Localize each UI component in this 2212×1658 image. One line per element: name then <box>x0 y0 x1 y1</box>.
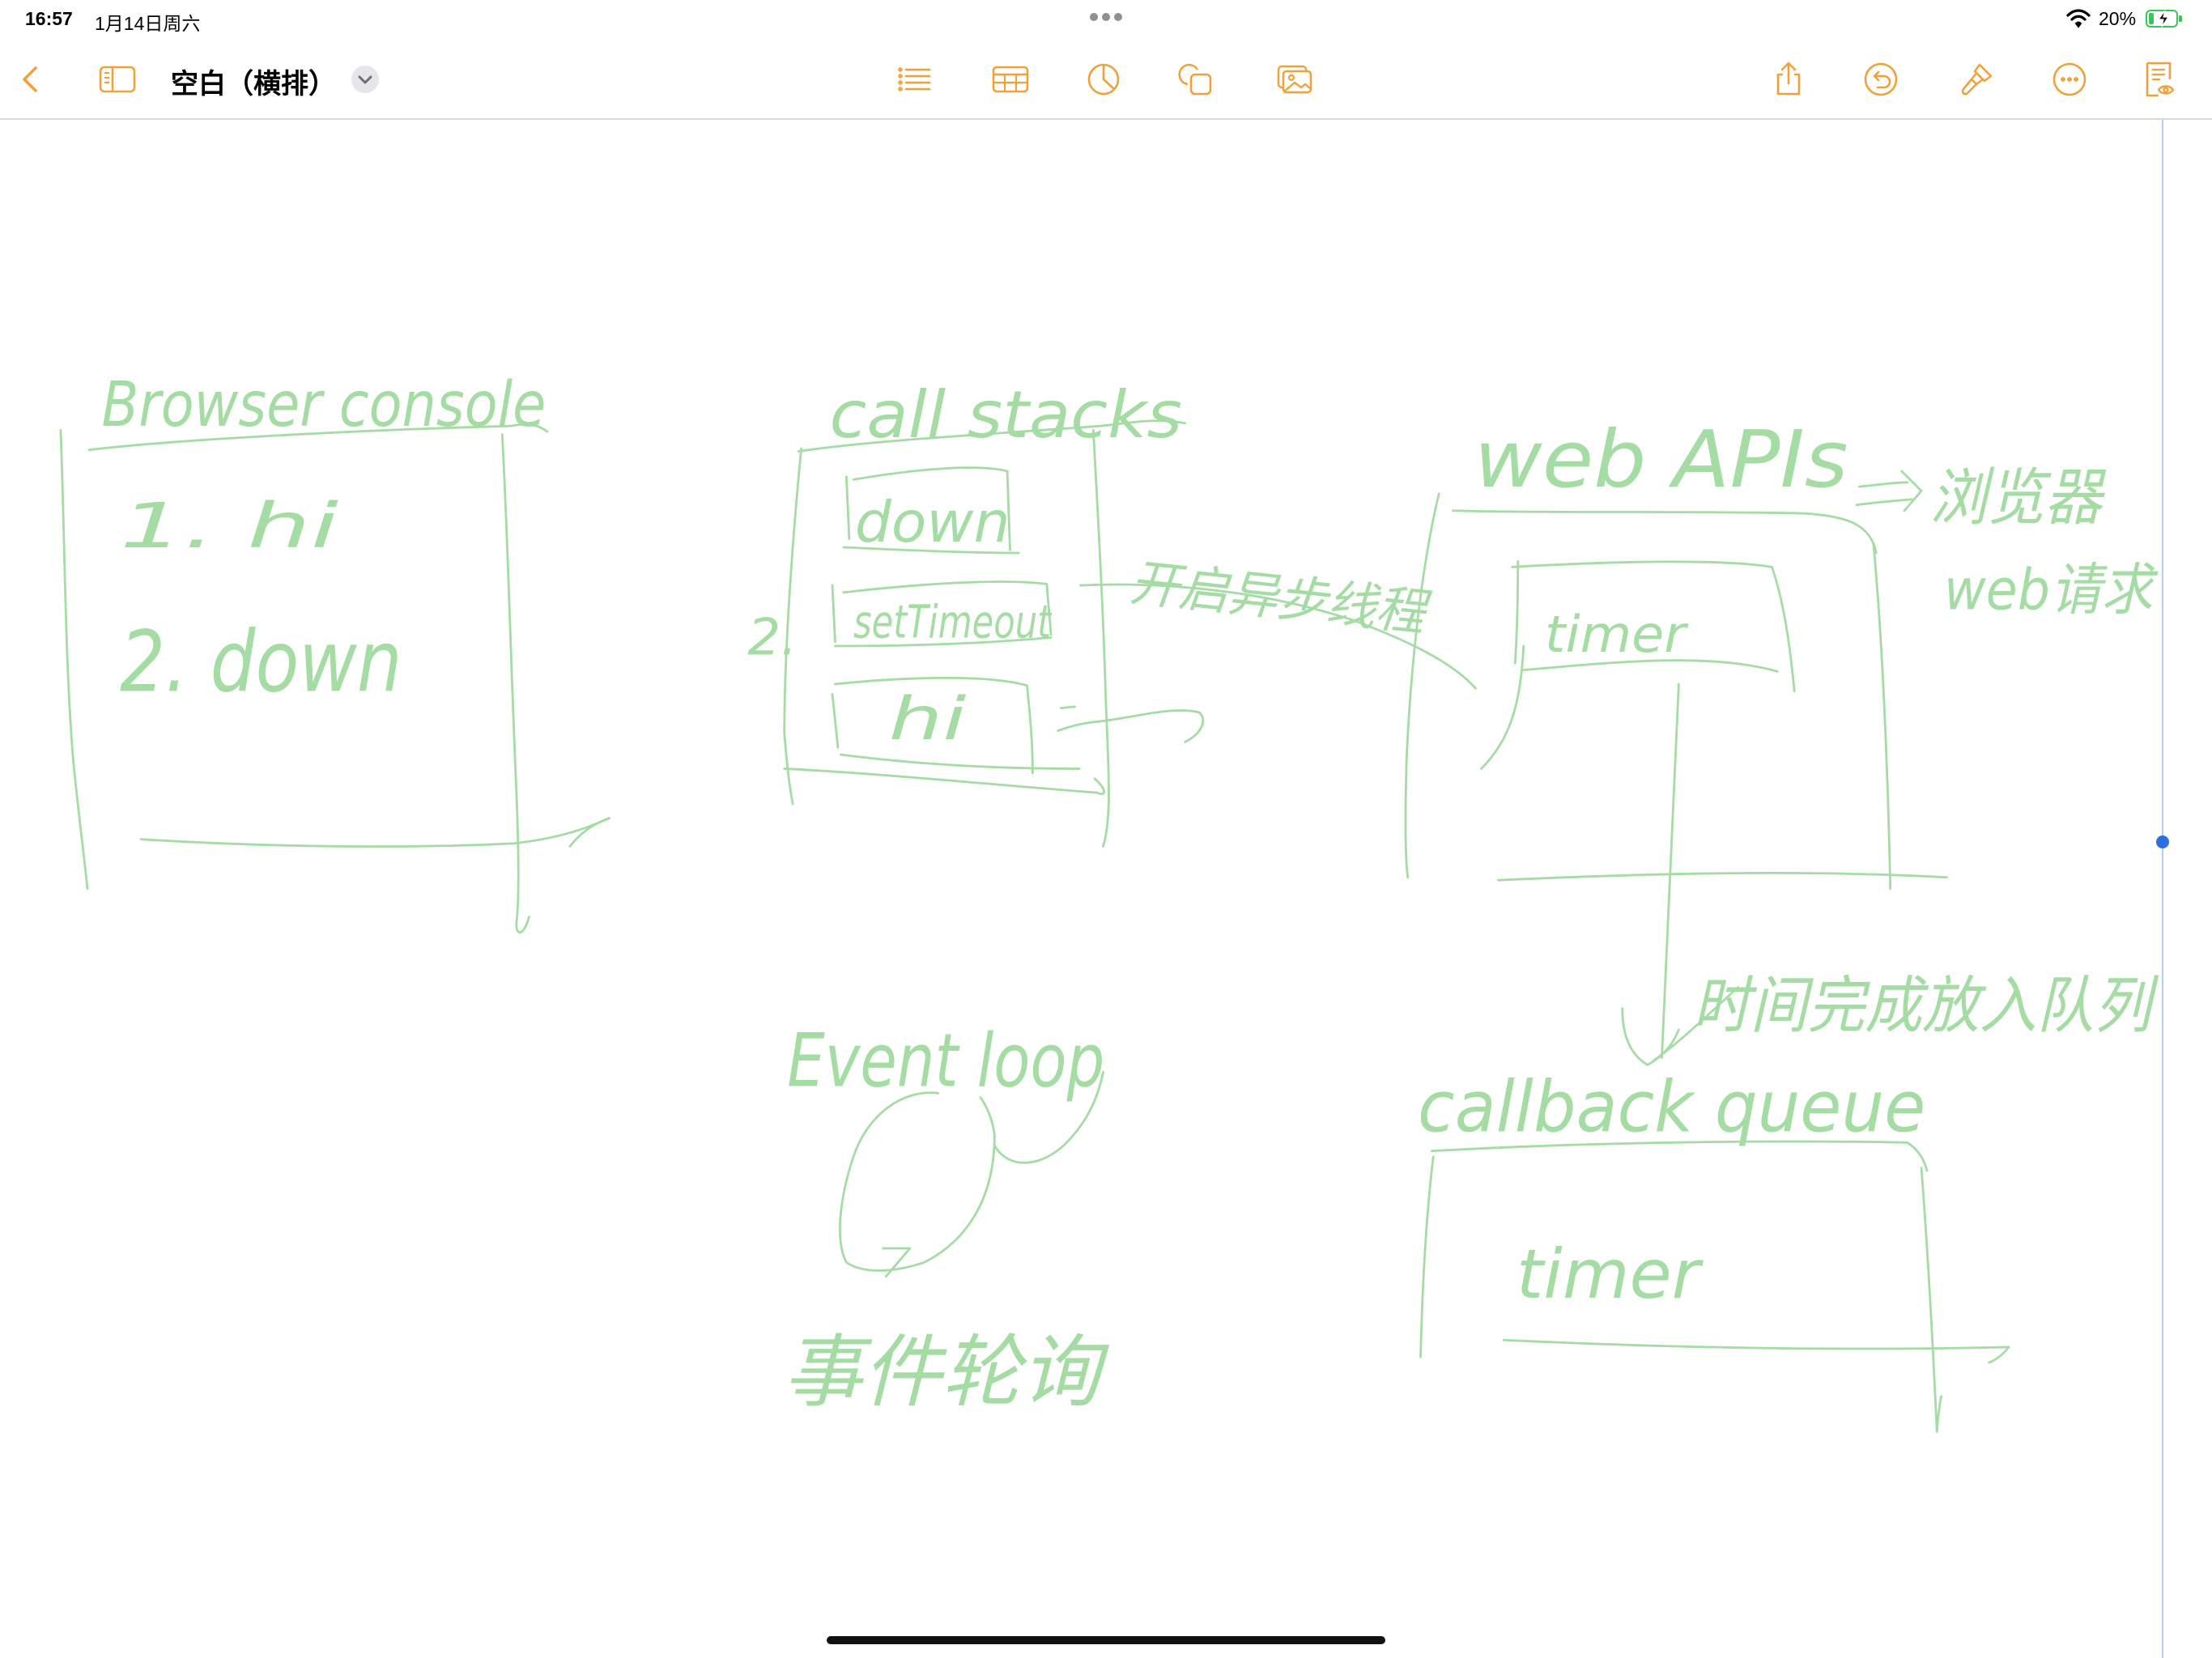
web-apis-box <box>1404 470 1948 1066</box>
event-loop-cycle <box>839 1070 1104 1278</box>
browser-console-box <box>59 423 611 934</box>
battery-charging-icon <box>2146 10 2178 28</box>
canvas-resize-handle[interactable] <box>2156 835 2169 848</box>
event-loop-label: Event loop <box>787 1019 1104 1104</box>
web-apis-label: web APIs <box>1474 414 1848 506</box>
call-stacks-box <box>783 419 1477 848</box>
console-line-2: 2. down <box>120 613 402 712</box>
charging-bolt-icon <box>2157 10 2170 28</box>
list-icon[interactable] <box>895 60 934 99</box>
multitask-dots-icon[interactable] <box>1088 11 1124 23</box>
sidebar-icon[interactable] <box>98 60 137 99</box>
stack-item-hi: hi <box>889 685 967 754</box>
web-apis-note: 浏览器 <box>1930 462 2107 534</box>
chevron-left-icon[interactable] <box>11 60 50 99</box>
chevron-down-icon[interactable] <box>351 65 380 94</box>
undo-icon[interactable] <box>1861 60 1900 99</box>
toolbar: 空白（横排） <box>0 39 2212 120</box>
web-request-note: web请求 <box>1944 558 2159 623</box>
battery-level <box>2149 13 2155 24</box>
home-indicator[interactable] <box>827 1636 1385 1644</box>
document-view-icon[interactable] <box>2139 60 2178 99</box>
page-edge-guide <box>2162 120 2163 1658</box>
callback-queue-label: callback queue <box>1418 1065 1925 1148</box>
queue-timer: timer <box>1516 1235 1704 1314</box>
paintbrush-icon[interactable] <box>1957 60 1996 99</box>
stack-step-label: 2. <box>747 607 797 666</box>
stack-item-down: down <box>855 490 1010 555</box>
call-stacks-label: call stacks <box>829 377 1182 453</box>
browser-console-label: Browser console <box>101 369 546 441</box>
timer-done-note: 时间完成放入队列 <box>1693 970 2159 1042</box>
stack-item-settimeout: setTimeout <box>853 597 1053 649</box>
async-thread-note: 开启异步线程 <box>1127 553 1434 644</box>
shapes-icon[interactable] <box>1176 60 1215 99</box>
share-icon[interactable] <box>1769 60 1808 99</box>
battery-percent: 20% <box>2099 8 2137 29</box>
event-loop-cn-label: 事件轮询 <box>783 1326 1110 1418</box>
wifi-icon <box>2066 9 2091 28</box>
status-time: 16:57 <box>25 8 73 29</box>
more-icon[interactable] <box>2050 60 2089 99</box>
document-title[interactable]: 空白（横排） <box>171 68 336 100</box>
media-icon[interactable] <box>1275 60 1314 99</box>
console-line-1: 1. hi <box>120 491 338 563</box>
status-bar: 16:57 1月14日周六 20% <box>0 0 2212 39</box>
web-apis-timer: timer <box>1545 605 1690 664</box>
status-date: 1月14日周六 <box>95 13 201 34</box>
callback-queue-box <box>1419 1140 2010 1433</box>
battery-cap <box>2179 15 2182 22</box>
table-icon[interactable] <box>991 60 1030 99</box>
chart-icon[interactable] <box>1084 60 1123 99</box>
